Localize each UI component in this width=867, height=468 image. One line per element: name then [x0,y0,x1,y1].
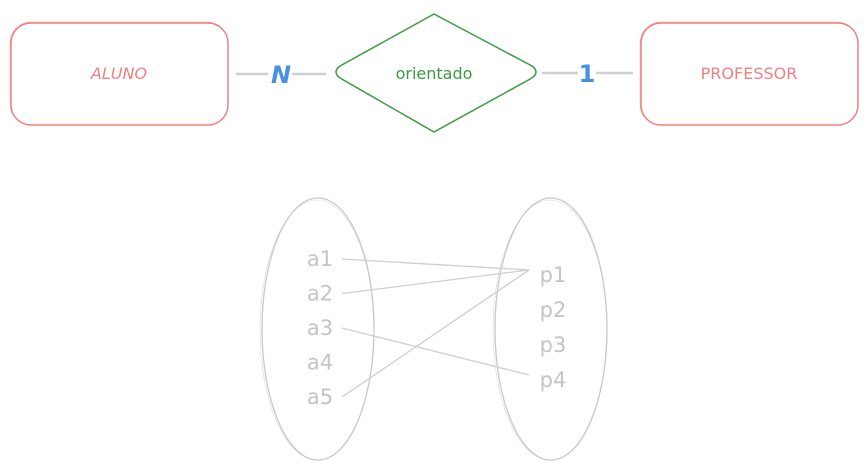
relationship-label: orientado [396,64,473,83]
cardinality-n: N [271,61,291,89]
connector-right: 1 [542,60,633,88]
mapping-link [341,269,530,295]
entity-professor-label: PROFESSOR [701,64,798,83]
right-set-item: p2 [540,298,567,322]
entity-aluno-label: ALUNO [90,64,147,83]
mapping-link [341,258,530,271]
right-set-item: p4 [540,368,567,392]
left-set-items: a1 a2 a3 a4 a5 [307,247,333,409]
mapping-links [341,258,530,398]
connector-left: N [236,61,326,89]
entity-aluno[interactable]: ALUNO [9,21,229,126]
left-set-item: a5 [307,385,333,409]
left-set-item: a4 [307,351,333,375]
set-alunos [259,197,375,461]
mapping-link [341,327,530,376]
entity-professor[interactable]: PROFESSOR [639,21,859,126]
relationship-orientado[interactable]: orientado [335,13,537,133]
right-set-item: p3 [540,333,567,357]
mapping-link [341,269,530,398]
left-set-item: a1 [307,247,333,271]
left-set-item: a2 [307,282,333,306]
right-set-items: p1 p2 p3 p4 [540,263,567,392]
cardinality-1: 1 [579,60,596,88]
right-set-item: p1 [540,263,567,287]
set-professores [492,197,608,461]
left-set-item: a3 [307,316,333,340]
